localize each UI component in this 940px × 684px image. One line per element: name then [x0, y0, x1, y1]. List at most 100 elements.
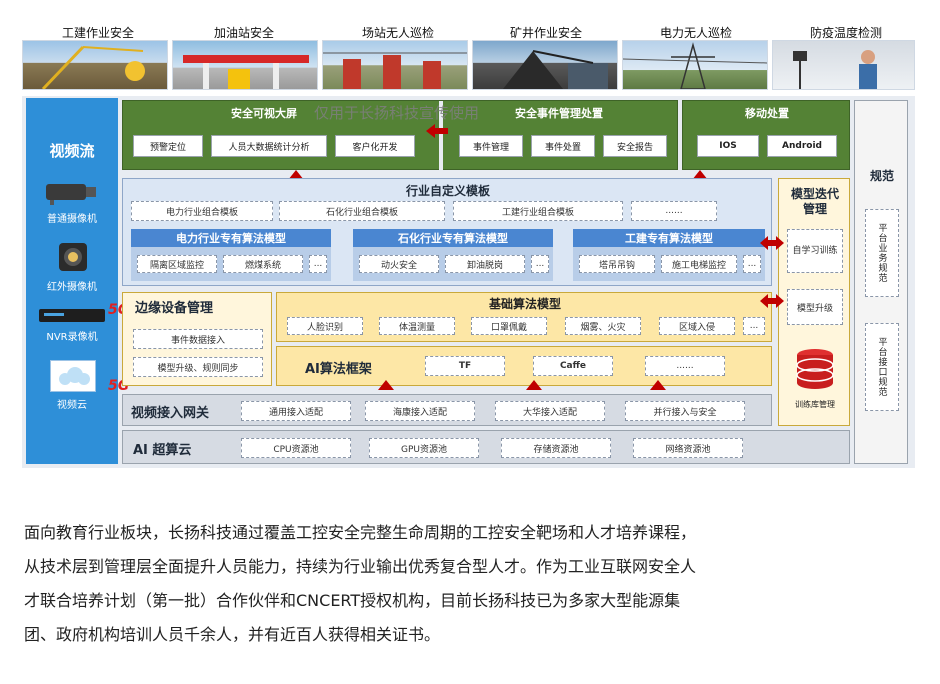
algo-model-item: ...	[309, 255, 327, 273]
template-item: ......	[631, 201, 717, 221]
base-algo-item: 口罩佩戴	[471, 317, 547, 335]
base-algo-item: 人脸识别	[287, 317, 363, 335]
nvr-recorder-icon	[39, 309, 105, 322]
ai-framework-item: Caffe	[533, 356, 613, 376]
scene-label: 工建作业安全	[62, 26, 135, 40]
mobile-handling-box: 移动处置 IOS Android	[682, 100, 850, 170]
security-screen-box: 安全可视大屏 安全事件管理处置 预警定位 人员大数据统计分析 客户化开发 事件管…	[122, 100, 678, 171]
algo-model-item: 燃煤系统	[223, 255, 303, 273]
algo-model-item: 塔吊吊钩	[579, 255, 655, 273]
template-item: 电力行业组合模板	[131, 201, 273, 221]
mobile-handling-title: 移动处置	[745, 107, 789, 120]
up-arrow-icon	[526, 380, 542, 394]
spec-item-label: 平台接口规范	[876, 337, 887, 397]
industry-template-title: 行业自定义模板	[405, 183, 490, 198]
template-item: 工建行业组合模板	[453, 201, 623, 221]
algo-model-item: 隔离区域监控	[137, 255, 217, 273]
spec-column: 规范 平台业务规范 平台接口规范	[854, 100, 908, 464]
event-management-title: 安全事件管理处置	[515, 107, 603, 120]
device-label: 视频云	[57, 399, 87, 411]
paragraph-line: 面向教育行业板块，长扬科技通过覆盖工控安全完整生命周期的工控安全靶场和人才培养课…	[24, 523, 697, 542]
algo-model-item: 动火安全	[359, 255, 439, 273]
edge-device-title: 边缘设备管理	[135, 301, 214, 316]
ai-cloud-title: AI 超算云	[133, 443, 192, 458]
scene-label: 矿井作业安全	[510, 26, 583, 40]
construction-site-photo	[22, 40, 168, 90]
power-tower-photo	[622, 40, 768, 90]
description-paragraph: 面向教育行业板块，长扬科技通过覆盖工控安全完整生命周期的工控安全靶场和人才培养课…	[24, 516, 920, 652]
device-label: 普通摄像机	[47, 213, 97, 225]
ai-cloud-item: CPU资源池	[241, 438, 351, 458]
video-cloud-icon	[50, 360, 96, 392]
screen-item: 预警定位	[133, 135, 203, 157]
video-stream-title: 视频流	[49, 141, 95, 160]
bidirectional-arrow-icon	[426, 124, 448, 138]
algo-model-title: 石化行业专有算法模型	[353, 229, 553, 247]
event-item: 安全报告	[603, 135, 667, 157]
scene-strip: 工建作业安全 加油站安全 场站无人巡检 矿井作业安全 电力无人巡检 防疫温度检测	[22, 22, 915, 92]
algo-model-card: 石化行业专有算法模型 动火安全 卸油脱岗 ...	[353, 229, 553, 281]
thermal-check-photo	[772, 40, 915, 90]
box-divider	[439, 101, 443, 171]
video-access-title: 视频接入网关	[131, 406, 210, 421]
video-access-item: 通用接入适配	[241, 401, 351, 421]
algo-model-item: 施工电梯监控	[661, 255, 737, 273]
spec-item: 平台接口规范	[865, 323, 899, 411]
architecture-diagram: 视频流 普通摄像机 红外摄像机 NVR录像机 视频云 5G 5G 安全可视大屏 …	[22, 96, 915, 468]
database-label: 训练库管理	[795, 399, 835, 409]
model-iteration-item: 模型升级	[787, 289, 843, 325]
algo-model-card: 电力行业专有算法模型 隔离区域监控 燃煤系统 ...	[131, 229, 331, 281]
video-stream-panel: 视频流 普通摄像机 红外摄像机 NVR录像机 视频云	[26, 98, 118, 464]
model-iteration-box: 模型迭代管理 自学习训练 模型升级 训练库管理	[778, 178, 850, 426]
algo-model-item: 卸油脱岗	[445, 255, 525, 273]
edge-device-box: 边缘设备管理 事件数据接入 模型升级、规则同步	[122, 292, 272, 386]
camera-icon	[46, 184, 96, 205]
event-item: 事件管理	[459, 135, 523, 157]
base-algo-item: ...	[743, 317, 765, 335]
ai-cloud-item: GPU资源池	[369, 438, 479, 458]
scene-label: 防疫温度检测	[810, 26, 883, 40]
paragraph-line: 团、政府机构培训人员千余人，并有近百人获得相关证书。	[24, 625, 441, 644]
up-arrow-icon	[650, 380, 666, 394]
gas-station-photo	[172, 40, 318, 90]
edge-device-item: 模型升级、规则同步	[133, 357, 263, 377]
paragraph-line: 从技术层到管理层全面提升人员能力，持续为行业输出优秀复合型人才。作为工业互联网安…	[24, 557, 697, 576]
video-access-item: 并行接入与安全	[625, 401, 745, 421]
ai-framework-item: TF	[425, 356, 505, 376]
spec-title: 规范	[869, 168, 894, 183]
model-iteration-item: 自学习训练	[787, 229, 843, 273]
screen-item: 客户化开发	[335, 135, 415, 157]
video-access-box: 视频接入网关 通用接入适配 海康接入适配 大华接入适配 并行接入与安全	[122, 394, 772, 426]
video-access-item: 大华接入适配	[495, 401, 605, 421]
substation-photo	[322, 40, 468, 90]
ai-cloud-box: AI 超算云 CPU资源池 GPU资源池 存储资源池 网络资源池	[122, 430, 850, 464]
algo-model-item: ...	[531, 255, 549, 273]
industry-template-box: 行业自定义模板 电力行业组合模板 石化行业组合模板 工建行业组合模板 .....…	[122, 178, 772, 286]
up-arrow-icon	[378, 380, 394, 394]
device-label: NVR录像机	[46, 331, 98, 343]
ai-framework-title: AI算法框架	[305, 362, 372, 377]
algo-model-item: ...	[743, 255, 761, 273]
scene-label: 场站无人巡检	[362, 26, 435, 40]
screen-item: 人员大数据统计分析	[211, 135, 327, 157]
base-algo-item: 烟雾、火灾	[565, 317, 641, 335]
database-icon	[796, 349, 834, 389]
spec-item-label: 平台业务规范	[876, 223, 887, 283]
ai-framework-box: AI算法框架 TF Caffe ......	[276, 346, 772, 386]
paragraph-line: 才联合培养计划（第一批）合作伙伴和CNCERT授权机构，目前长扬科技已为多家大型…	[24, 591, 681, 610]
model-iteration-title: 模型迭代管理	[790, 187, 839, 216]
ai-cloud-item: 网络资源池	[633, 438, 743, 458]
mobile-item: IOS	[697, 135, 759, 157]
spec-item: 平台业务规范	[865, 209, 899, 297]
edge-device-item: 事件数据接入	[133, 329, 263, 349]
algo-model-title: 电力行业专有算法模型	[131, 229, 331, 247]
base-algo-title: 基础算法模型	[488, 296, 561, 311]
base-algo-box: 基础算法模型 人脸识别 体温测量 口罩佩戴 烟雾、火灾 区域入侵 ...	[276, 292, 772, 342]
algo-model-title: 工建专有算法模型	[573, 229, 765, 247]
ai-cloud-item: 存储资源池	[501, 438, 611, 458]
bidirectional-arrow-icon	[760, 294, 784, 308]
infrared-camera-icon	[59, 243, 87, 271]
video-access-item: 海康接入适配	[365, 401, 475, 421]
mobile-item: Android	[767, 135, 837, 157]
scene-label: 加油站安全	[214, 26, 275, 40]
